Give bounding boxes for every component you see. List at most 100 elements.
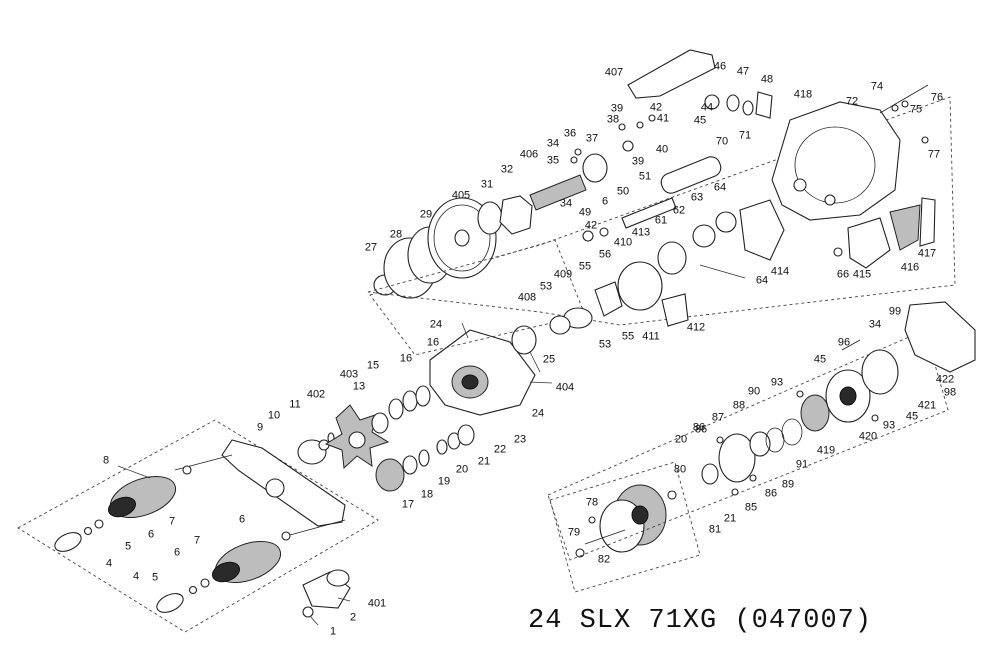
part-number-label: 40	[655, 143, 669, 156]
pinion-clip-41	[636, 121, 644, 129]
part-number-label: 31	[480, 178, 494, 191]
part-number-label: 98	[943, 386, 957, 399]
leader-8	[117, 465, 151, 479]
part-number-label: 82	[597, 553, 611, 566]
brake-dial-419	[800, 394, 830, 432]
part-number-label: 404	[555, 381, 575, 394]
part-number-label: 89	[781, 478, 795, 491]
part-number-label: 55	[621, 330, 635, 343]
part-number-label: 86	[694, 423, 708, 436]
cast-control-group	[549, 211, 746, 335]
knob-washer-c	[182, 465, 192, 475]
leader-64	[699, 264, 746, 279]
part-number-label: 53	[598, 338, 612, 351]
part-number-label: 45	[693, 114, 707, 127]
part-number-label: 38	[606, 113, 620, 126]
part-number-label: 10	[267, 409, 281, 422]
knob-washer-f	[188, 585, 198, 595]
part-number-label: 5	[124, 540, 132, 553]
side-cover-422	[904, 301, 976, 373]
part-number-label: 71	[738, 129, 752, 142]
side-cover-group-outline	[547, 329, 949, 561]
pinion-shaft-406	[529, 174, 587, 211]
part-number-label: 412	[686, 321, 706, 334]
leader-25	[529, 351, 541, 373]
model-title: 24 SLX 71XG (047007)	[528, 606, 873, 636]
part-number-label: 34	[868, 318, 882, 331]
part-number-label: 45	[905, 410, 919, 423]
part-number-label: 99	[888, 305, 902, 318]
part-number-label: 81	[708, 523, 722, 536]
part-number-label: 34	[559, 197, 573, 210]
part-number-label: 42	[584, 219, 598, 232]
knob-washer-d	[281, 531, 291, 541]
part-number-label: 415	[852, 268, 872, 281]
part-number-label: 88	[732, 399, 746, 412]
part-number-label: 8	[102, 454, 110, 467]
part-number-label: 410	[613, 236, 633, 249]
cast-control-knob-408	[549, 315, 571, 335]
handle-knob-lower-end	[211, 561, 241, 583]
frame-part-415	[847, 217, 891, 269]
part-number-label: 78	[585, 496, 599, 509]
part-number-label: 39	[610, 102, 624, 115]
part-number-label: 49	[578, 206, 592, 219]
pinion-sleeve-51	[660, 156, 722, 194]
part-number-label: 413	[631, 226, 651, 239]
side-cover-screw-86c	[716, 436, 724, 444]
part-number-label: 41	[656, 112, 670, 125]
part-number-label: 56	[598, 248, 612, 261]
drive-gear-sleeve-17	[375, 458, 405, 492]
part-number-label: 1	[329, 625, 337, 638]
leader-24	[461, 322, 469, 339]
part-number-label: 86	[764, 487, 778, 500]
part-number-label: 21	[477, 455, 491, 468]
clutch-part-46	[726, 94, 740, 112]
handle-shaft-lower	[289, 519, 346, 536]
gear-washer-31	[477, 201, 503, 235]
spool-washer-81	[667, 490, 677, 500]
side-cover-screw-93a	[796, 390, 804, 398]
part-number-label: 66	[836, 268, 850, 281]
pinion-bearing-38	[618, 123, 626, 131]
part-number-label: 55	[578, 260, 592, 273]
reel-frame-418	[771, 101, 901, 221]
part-number-label: 419	[816, 444, 836, 457]
leader-401	[337, 597, 351, 602]
part-number-label: 18	[420, 488, 434, 501]
washer-20	[436, 439, 448, 455]
leader-404	[529, 381, 553, 384]
part-number-label: 70	[715, 135, 729, 148]
part-number-label: 96	[837, 336, 851, 349]
part-number-label: 4	[132, 570, 140, 583]
part-number-label: 401	[367, 597, 387, 610]
part-number-label: 63	[690, 191, 704, 204]
pinion-shaft-group	[529, 49, 773, 242]
part-number-label: 418	[793, 88, 813, 101]
part-number-label: 422	[935, 373, 955, 386]
part-number-label: 53	[539, 280, 553, 293]
part-number-label: 420	[858, 430, 878, 443]
part-number-label: 44	[700, 101, 714, 114]
part-number-label: 411	[642, 330, 660, 343]
part-number-label: 37	[585, 132, 599, 145]
part-number-label: 24	[531, 407, 545, 420]
frame-clip-76	[901, 100, 909, 108]
side-cover-screw-93b	[871, 414, 879, 422]
star-drag-hub	[348, 431, 366, 449]
pinion-washer-6	[599, 227, 609, 237]
washer-22	[457, 424, 475, 446]
part-number-label: 20	[455, 463, 469, 476]
brake-part-88	[749, 431, 771, 457]
part-number-label: 87	[711, 411, 725, 424]
top-cover-407	[627, 49, 716, 99]
frame-group-outline	[367, 96, 956, 326]
bearing-20-right	[701, 463, 719, 485]
part-number-label: 45	[813, 353, 827, 366]
part-number-label: 28	[389, 228, 403, 241]
spool-shaft	[584, 529, 626, 545]
part-number-label: 46	[713, 60, 727, 73]
part-number-label: 17	[401, 498, 415, 511]
frame-part-417	[919, 197, 936, 247]
